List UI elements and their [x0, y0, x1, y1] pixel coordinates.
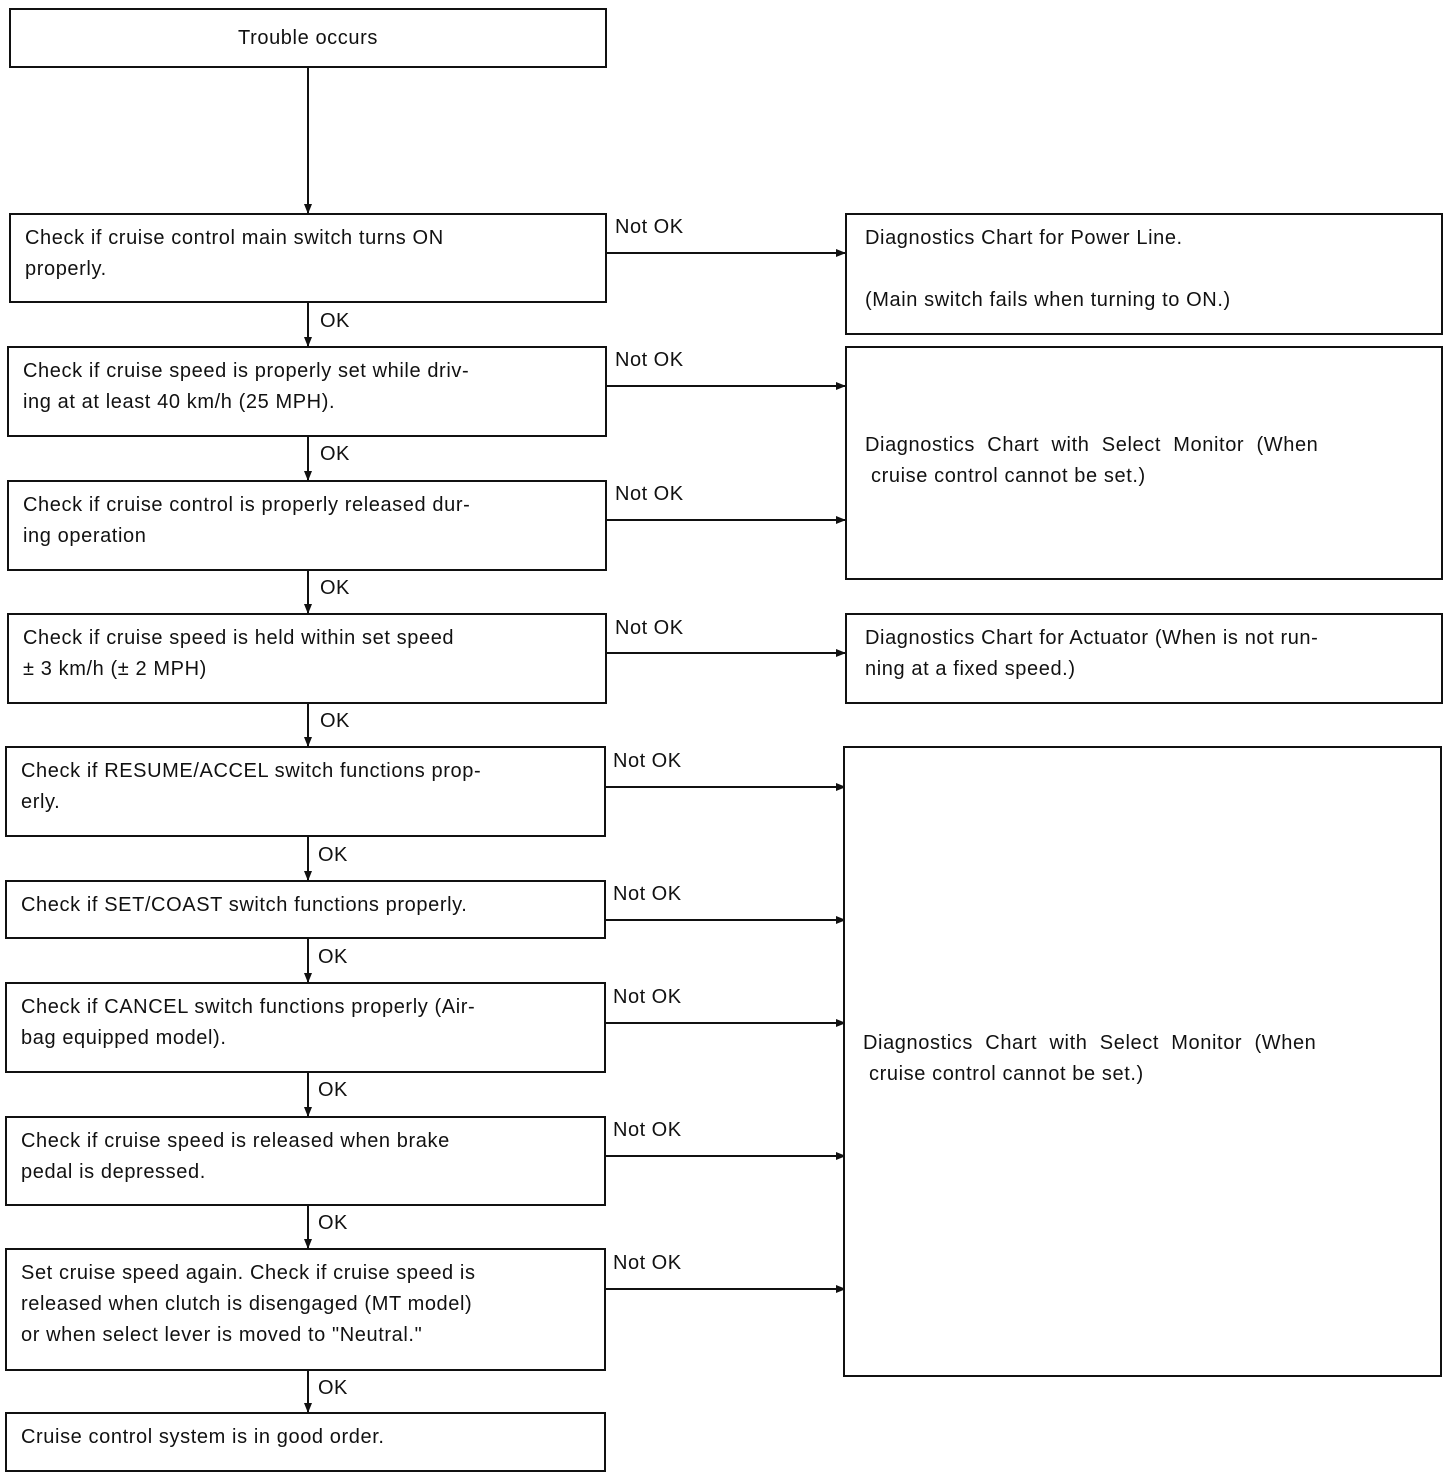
- step-9-line-1: Set cruise speed again. Check if cruise …: [21, 1262, 476, 1284]
- ok-label-7: OK: [318, 1079, 348, 1101]
- not-ok-label-6: Not OK: [613, 883, 682, 905]
- outcome-power-line-line-2: (Main switch fails when turning to ON.): [865, 289, 1231, 311]
- step-2-line-2: ing at at least 40 km/h (25 MPH).: [23, 391, 336, 413]
- step-2-line-1: Check if cruise speed is properly set wh…: [23, 360, 470, 382]
- ok-label-8: OK: [318, 1212, 348, 1234]
- not-ok-label-5: Not OK: [613, 750, 682, 772]
- outcome-select-monitor-b-line-1: Diagnostics Chart with Select Monitor (W…: [863, 1032, 1317, 1054]
- step-8-line-1: Check if cruise speed is released when b…: [21, 1130, 450, 1152]
- step-8-line-2: pedal is depressed.: [21, 1161, 206, 1183]
- step-1-line-1: Check if cruise control main switch turn…: [25, 227, 444, 249]
- start-text: Trouble occurs: [238, 26, 378, 49]
- outcome-select-monitor-a-line-2: cruise control cannot be set.): [871, 465, 1146, 487]
- not-ok-label-7: Not OK: [613, 986, 682, 1008]
- step-box-7: Check if CANCEL switch functions properl…: [5, 982, 606, 1073]
- ok-label-4: OK: [320, 710, 350, 732]
- outcome-actuator: Diagnostics Chart for Actuator (When is …: [845, 613, 1443, 704]
- outcome-actuator-line-1: Diagnostics Chart for Actuator (When is …: [865, 627, 1319, 649]
- ok-label-5: OK: [318, 844, 348, 866]
- step-7-line-2: bag equipped model).: [21, 1027, 227, 1049]
- step-1-line-2: properly.: [25, 258, 107, 280]
- step-9-line-3: or when select lever is moved to "Neutra…: [21, 1324, 423, 1346]
- not-ok-label-2: Not OK: [615, 349, 684, 371]
- not-ok-label-3: Not OK: [615, 483, 684, 505]
- step-3-line-1: Check if cruise control is properly rele…: [23, 494, 471, 516]
- step-box-5: Check if RESUME/ACCEL switch functions p…: [5, 746, 606, 837]
- outcome-select-monitor-a: Diagnostics Chart with Select Monitor (W…: [845, 346, 1443, 580]
- step-box-1: Check if cruise control main switch turn…: [9, 213, 607, 303]
- outcome-power-line: Diagnostics Chart for Power Line. (Main …: [845, 213, 1443, 335]
- ok-label-9: OK: [318, 1377, 348, 1399]
- step-box-3: Check if cruise control is properly rele…: [7, 480, 607, 571]
- not-ok-label-8: Not OK: [613, 1119, 682, 1141]
- step-3-line-2: ing operation: [23, 525, 147, 547]
- step-9-line-2: released when clutch is disengaged (MT m…: [21, 1293, 473, 1315]
- ok-label-1: OK: [320, 310, 350, 332]
- end-box: Cruise control system is in good order.: [5, 1412, 606, 1472]
- outcome-select-monitor-b-line-2: cruise control cannot be set.): [869, 1063, 1144, 1085]
- start-box: Trouble occurs: [9, 8, 607, 68]
- outcome-actuator-line-2: ning at a fixed speed.): [865, 658, 1076, 680]
- step-4-line-1: Check if cruise speed is held within set…: [23, 627, 455, 649]
- outcome-power-line-line-1: Diagnostics Chart for Power Line.: [865, 227, 1183, 249]
- step-5-line-1: Check if RESUME/ACCEL switch functions p…: [21, 760, 482, 782]
- step-box-2: Check if cruise speed is properly set wh…: [7, 346, 607, 437]
- not-ok-label-9: Not OK: [613, 1252, 682, 1274]
- step-box-6: Check if SET/COAST switch functions prop…: [5, 880, 606, 939]
- step-box-8: Check if cruise speed is released when b…: [5, 1116, 606, 1206]
- step-4-line-2: ± 3 km/h (± 2 MPH): [23, 658, 207, 680]
- ok-label-2: OK: [320, 443, 350, 465]
- not-ok-label-1: Not OK: [615, 216, 684, 238]
- end-text: Cruise control system is in good order.: [21, 1426, 385, 1448]
- step-7-line-1: Check if CANCEL switch functions properl…: [21, 996, 476, 1018]
- step-5-line-2: erly.: [21, 791, 61, 813]
- outcome-select-monitor-b: Diagnostics Chart with Select Monitor (W…: [843, 746, 1442, 1377]
- step-box-9: Set cruise speed again. Check if cruise …: [5, 1248, 606, 1371]
- step-6-line-1: Check if SET/COAST switch functions prop…: [21, 894, 468, 916]
- step-box-4: Check if cruise speed is held within set…: [7, 613, 607, 704]
- ok-label-3: OK: [320, 577, 350, 599]
- ok-label-6: OK: [318, 946, 348, 968]
- not-ok-label-4: Not OK: [615, 617, 684, 639]
- outcome-select-monitor-a-line-1: Diagnostics Chart with Select Monitor (W…: [865, 434, 1319, 456]
